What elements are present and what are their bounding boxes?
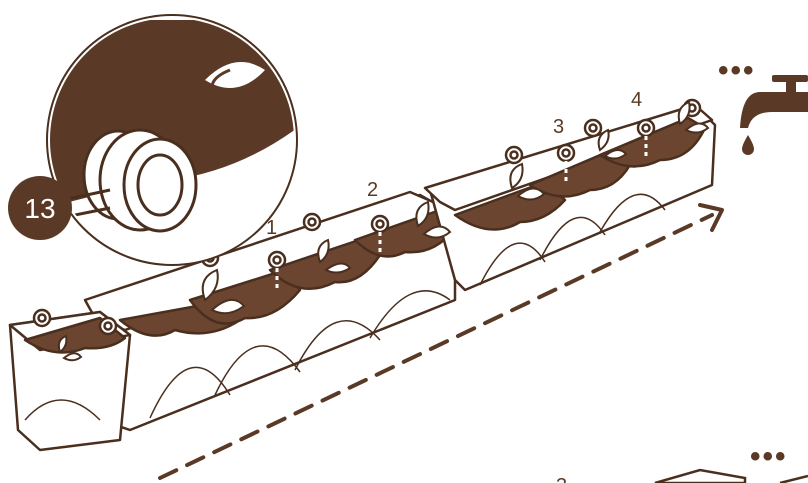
section-label-2: 2 [367, 179, 378, 201]
magnifier-callout [40, 15, 320, 265]
ellipsis-bottom: ••• [750, 440, 788, 473]
step-badge: 13 [8, 176, 72, 240]
section-label-4: 4 [631, 89, 642, 111]
step-number: 13 [24, 193, 55, 224]
partial-label: 3 [556, 475, 567, 483]
ellipsis-top: ••• [718, 54, 756, 87]
water-drop-icon [742, 135, 754, 155]
section-label-3: 3 [553, 116, 564, 138]
planter-row-right [425, 105, 715, 290]
